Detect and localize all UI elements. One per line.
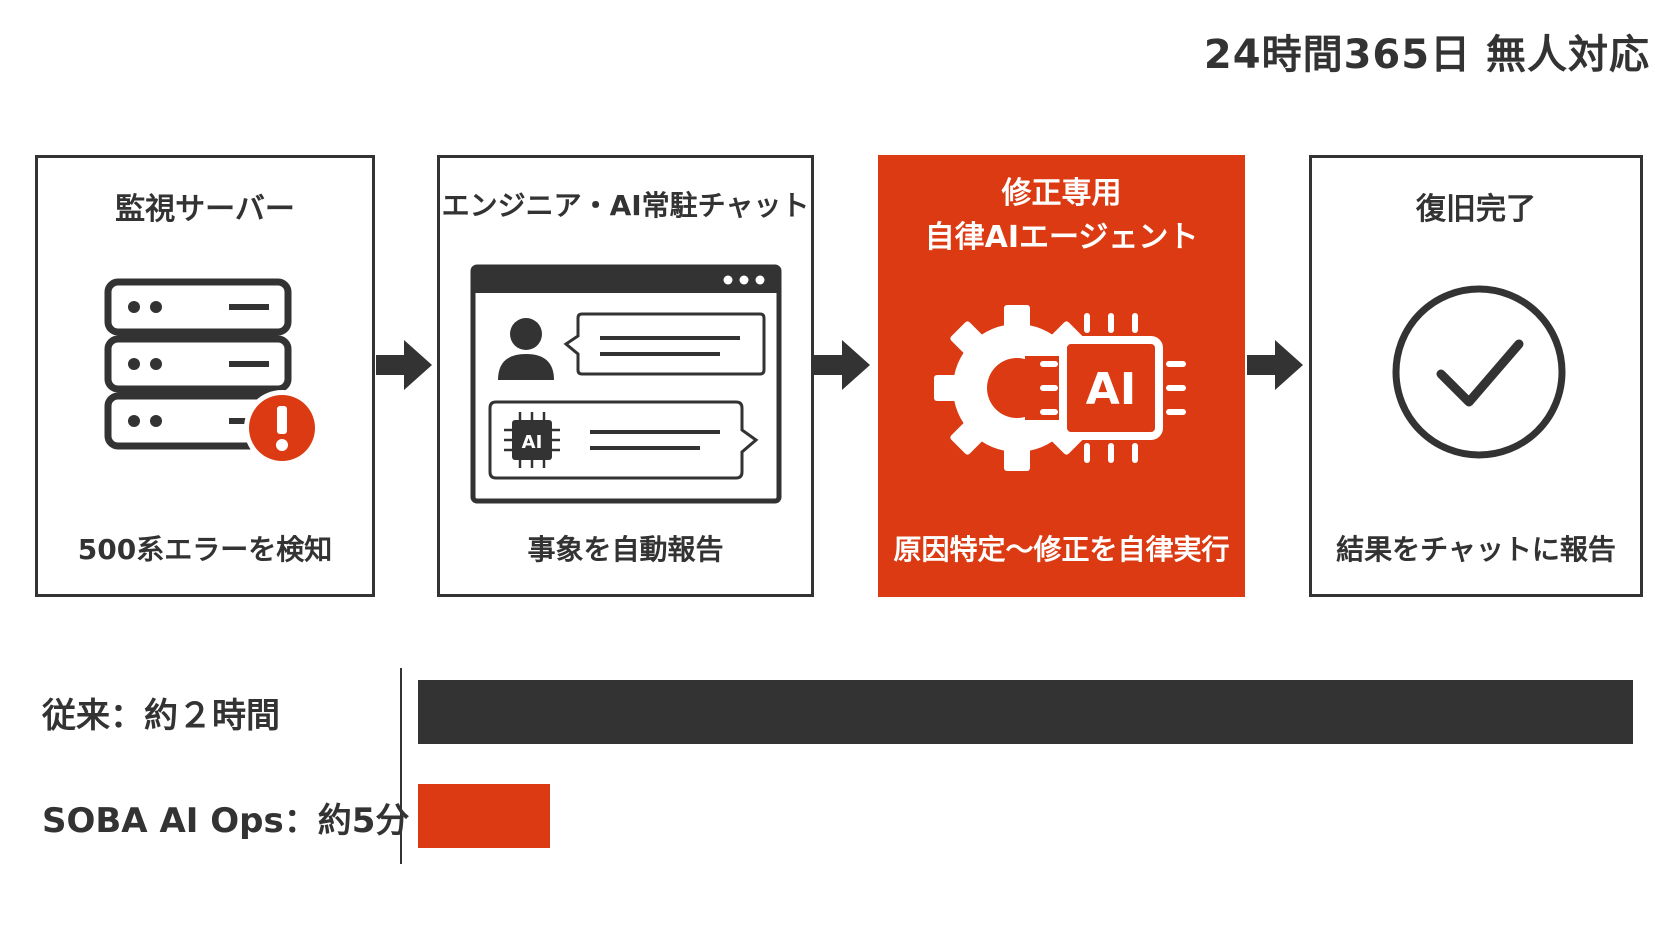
step-title: エンジニア・AI常駐チャット — [441, 189, 810, 222]
arrow-right-icon — [814, 340, 870, 390]
step-title: 監視サーバー — [115, 192, 295, 227]
step-caption: 原因特定〜修正を自律実行 — [893, 533, 1230, 566]
server-error-icon — [104, 278, 320, 466]
user-avatar-icon — [498, 318, 554, 380]
comparison-axis — [400, 668, 402, 864]
chat-ai-badge: AI — [522, 432, 543, 453]
comparison-bar-soba — [418, 784, 550, 848]
step-caption: 500系エラーを検知 — [77, 533, 333, 566]
step-card-recovered: 復旧完了 結果をチャットに報告 — [1309, 155, 1643, 597]
step-caption: 事象を自動報告 — [527, 533, 724, 566]
arrow-right-icon — [376, 340, 432, 390]
step-card-monitoring: 監視サーバー 500系エラーを検知 — [35, 155, 375, 597]
step-caption: 結果をチャットに報告 — [1336, 533, 1616, 566]
step-title-line2: 自律AIエージェント — [924, 220, 1199, 255]
step-card-chat: エンジニア・AI常駐チャット AI 事象を自動報告 — [437, 155, 814, 597]
headline: 24時間365日 無人対応 — [1203, 32, 1650, 78]
check-circle-icon — [1392, 285, 1566, 459]
ai-chip-icon: AI — [1040, 313, 1186, 463]
comparison-label-soba: SOBA AI Ops：約5分 — [42, 801, 410, 841]
comparison-label-legacy: 従来：約２時間 — [42, 696, 280, 736]
chip-label: AI — [1086, 364, 1136, 415]
gear-ai-chip-icon: AI — [934, 305, 1186, 471]
step-title: 復旧完了 — [1416, 192, 1536, 227]
comparison-bar-legacy — [418, 680, 1633, 744]
step-title: 修正専用 自律AIエージェント — [881, 172, 1242, 260]
step-card-ai-agent: 修正専用 自律AIエージェント AI 原因特定〜修正を自律 — [878, 155, 1245, 597]
ai-chip-icon: AI — [504, 412, 560, 468]
step-title-line1: 修正専用 — [1001, 176, 1122, 211]
chat-window-icon: AI — [470, 264, 782, 504]
arrow-right-icon — [1247, 340, 1303, 390]
